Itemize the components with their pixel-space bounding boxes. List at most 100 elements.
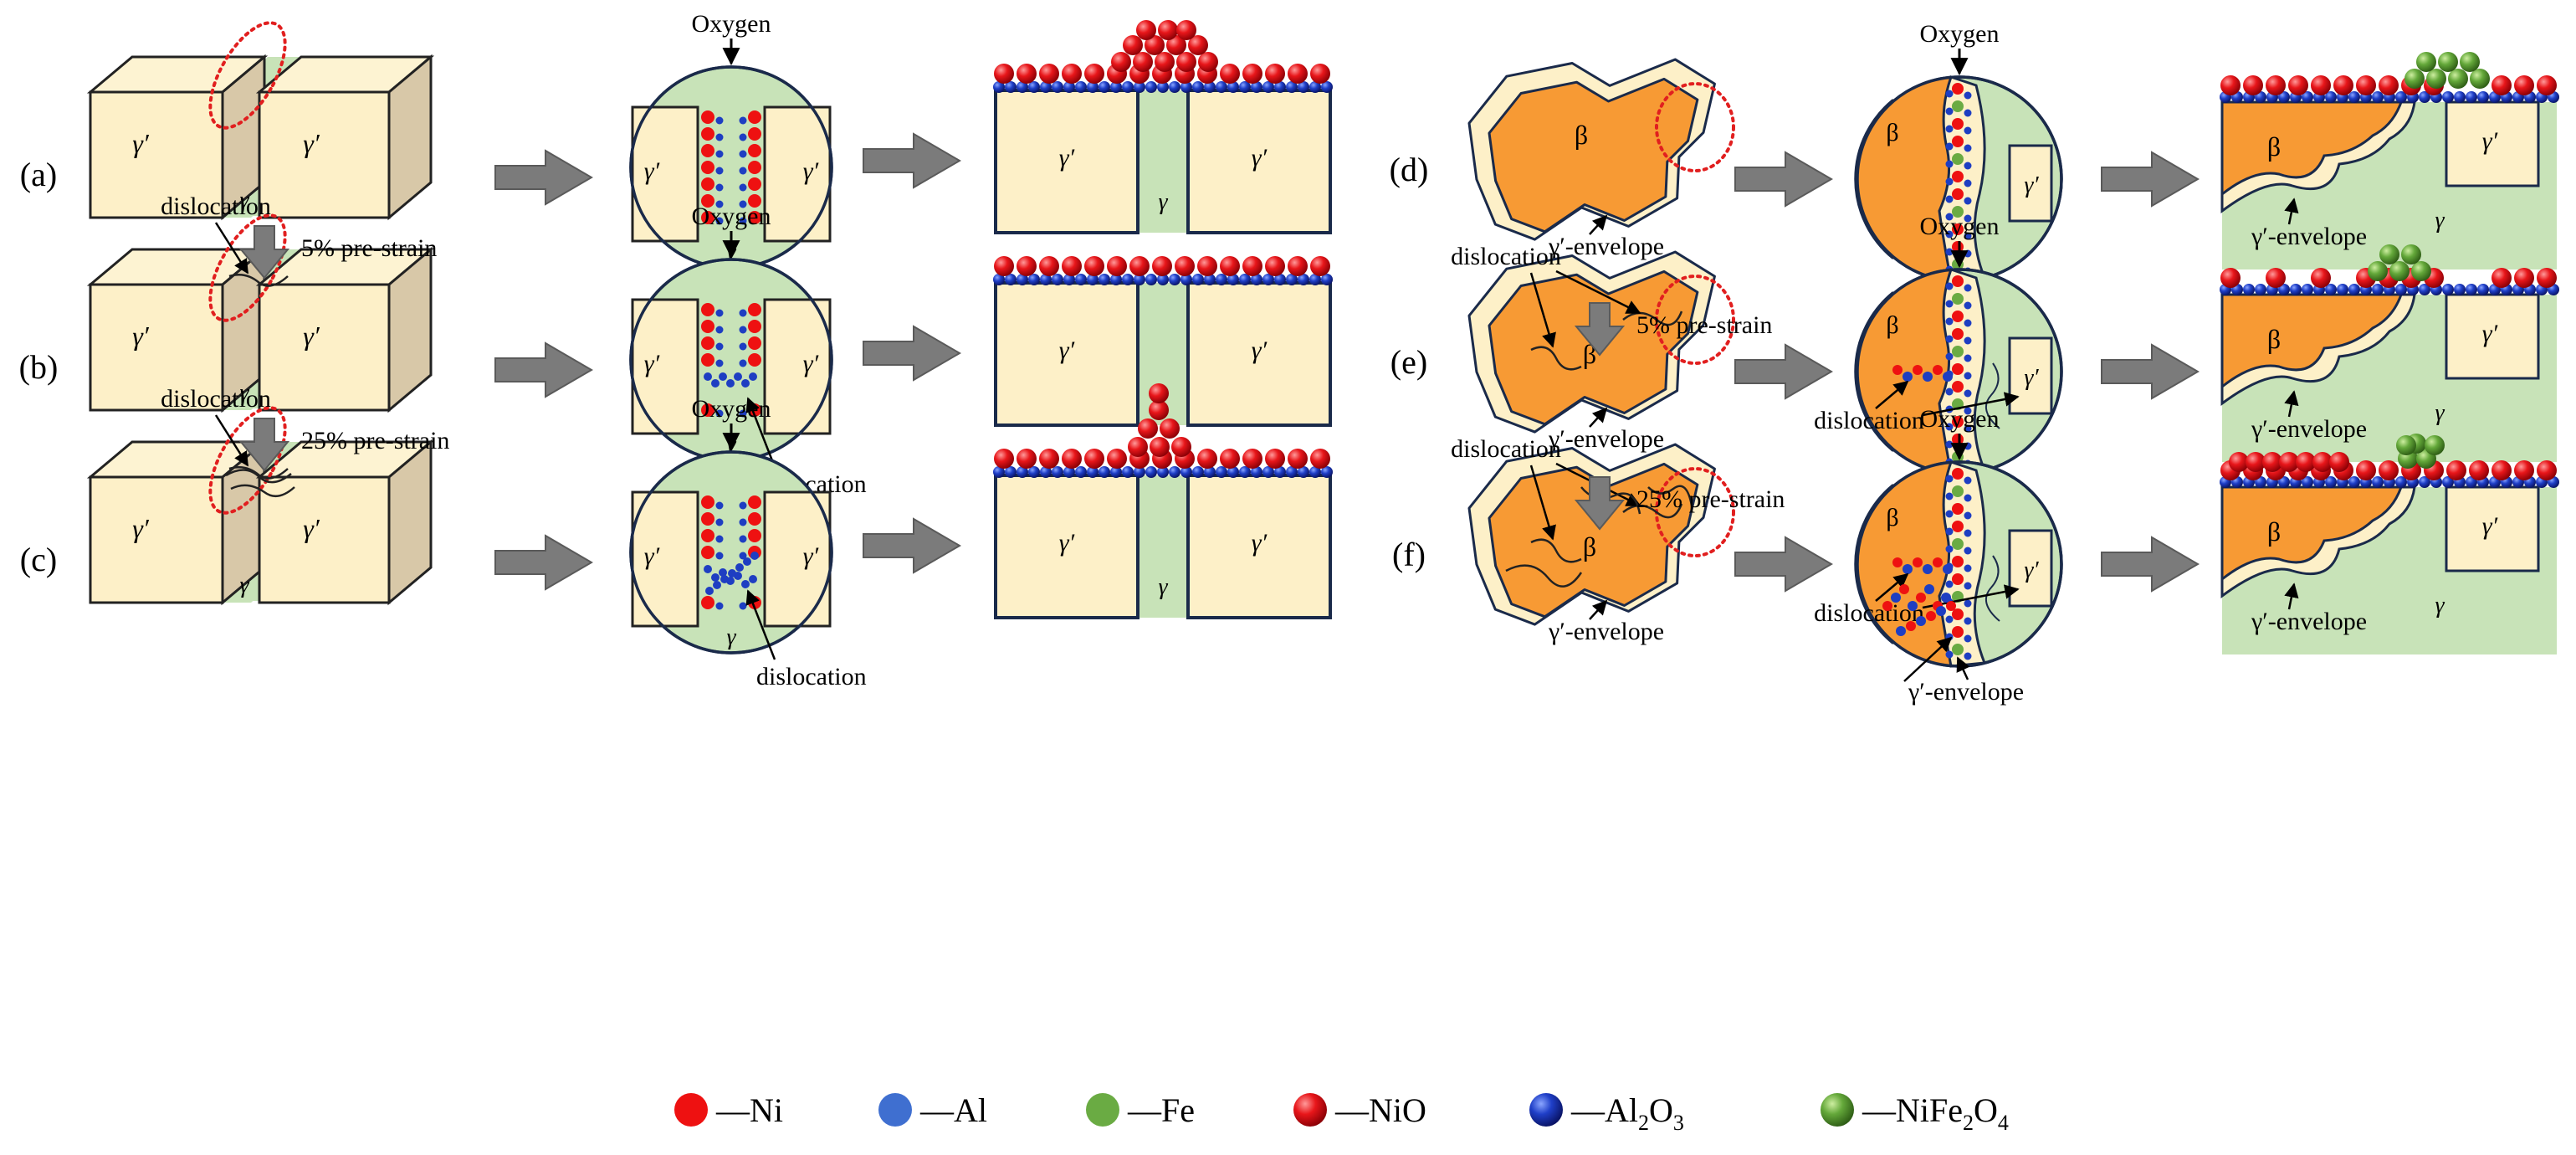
al-atom xyxy=(739,167,747,175)
al2o3-sphere xyxy=(1110,81,1122,93)
gamma-label: γ xyxy=(239,572,249,598)
nio-sphere xyxy=(2491,268,2512,288)
nio-sphere xyxy=(1084,449,1104,469)
pointer-arrow xyxy=(1529,272,1556,348)
dislocation-line xyxy=(1647,485,1693,506)
al2o3-sphere xyxy=(1017,274,1028,285)
al-atom xyxy=(1945,248,1954,256)
al-atom xyxy=(739,552,747,560)
al-atom xyxy=(1964,389,1972,398)
nio-sphere xyxy=(2446,460,2466,480)
al2o3-sphere xyxy=(1005,81,1017,93)
al2o3-sphere xyxy=(1040,81,1052,93)
nio-sphere xyxy=(1084,64,1104,84)
pre-strain-label: 25% pre-strain xyxy=(301,427,449,454)
al-atom xyxy=(726,379,735,388)
ni-atom xyxy=(1952,363,1964,375)
al-atom xyxy=(1964,284,1972,292)
nife2o4-sphere xyxy=(2411,261,2431,281)
legend-label-main: —NiFe xyxy=(1862,1091,1963,1129)
al-atom xyxy=(719,372,727,381)
ni-atom xyxy=(748,127,761,141)
nio-sphere xyxy=(1149,400,1169,420)
legend-swatch xyxy=(878,1093,912,1127)
al2o3-sphere xyxy=(1052,274,1063,285)
nio-sphere xyxy=(994,449,1014,469)
dislocation-line xyxy=(228,466,289,480)
cube-front-face xyxy=(89,475,224,604)
al2o3-sphere xyxy=(1262,81,1274,93)
nio-sphere xyxy=(1150,437,1170,457)
nio-sphere xyxy=(1288,449,1308,469)
al-atom xyxy=(1964,617,1972,625)
nio-sphere xyxy=(2311,268,2331,288)
dislocation-atom xyxy=(1903,564,1913,574)
gamma-prime-label: γ′ xyxy=(132,321,150,351)
al2o3-sphere xyxy=(1040,274,1052,285)
gamma-prime-label: γ′ xyxy=(644,542,660,570)
gamma-prime-label: γ′ xyxy=(1252,336,1268,364)
nio-sphere xyxy=(1242,449,1262,469)
cube-front-face xyxy=(258,90,391,219)
al-atom xyxy=(715,518,724,526)
ni-atom xyxy=(1952,626,1964,638)
dislocation-label: dislocation xyxy=(756,663,867,690)
al-atom xyxy=(1964,424,1972,433)
beta-region xyxy=(2220,293,2404,390)
al-atom xyxy=(715,552,724,560)
nio-sphere xyxy=(1176,20,1196,40)
strain-arrow xyxy=(1574,302,1626,357)
al-atom xyxy=(1964,319,1972,327)
al2o3-sphere xyxy=(1216,466,1227,478)
al-atom xyxy=(1945,90,1954,98)
nio-sphere xyxy=(1017,64,1037,84)
pointer-arrow xyxy=(1555,270,1641,315)
gamma-prime-label: γ′ xyxy=(2024,172,2039,198)
dislocation-line xyxy=(1622,311,1683,326)
gamma-prime-block xyxy=(1186,89,1332,234)
al-atom xyxy=(720,575,729,583)
al-atom xyxy=(715,326,724,334)
al2o3-sphere xyxy=(1028,274,1040,285)
nio-sphere xyxy=(2296,452,2316,472)
pointer-arrow xyxy=(1589,407,1608,428)
gamma-prime-label: γ′ xyxy=(803,157,819,185)
beta-label: β xyxy=(2267,131,2281,162)
nio-sphere xyxy=(1310,449,1330,469)
al2o3-sphere xyxy=(1298,274,1309,285)
nio-sphere xyxy=(1265,449,1285,469)
al-atom xyxy=(1964,301,1972,310)
al2o3-sphere xyxy=(2466,284,2477,295)
nio-sphere xyxy=(1220,256,1240,276)
process-arrow xyxy=(863,325,961,382)
al2o3-sphere xyxy=(1005,274,1017,285)
row-a: (a)γ′γ′γγ′γ′γOxygenγ′γ′γ xyxy=(20,10,1333,270)
ni-atom xyxy=(748,177,761,191)
dislocation-line xyxy=(1530,346,1582,371)
al2o3-sphere xyxy=(2454,91,2466,103)
al-atom xyxy=(739,183,747,192)
al-atom xyxy=(1945,440,1954,449)
nio-sphere xyxy=(1310,256,1330,276)
nio-sphere xyxy=(2288,75,2308,95)
al2o3-sphere xyxy=(1145,274,1157,285)
dislocation-line xyxy=(1984,362,2000,429)
nio-sphere xyxy=(2243,75,2263,95)
al2o3-sphere xyxy=(1274,466,1286,478)
nife2o4-sphere xyxy=(2426,69,2446,89)
al-atom xyxy=(1945,213,1954,221)
nio-sphere xyxy=(2537,75,2557,95)
al-atom xyxy=(1964,126,1972,135)
al-atom xyxy=(750,552,759,560)
al2o3-sphere xyxy=(993,274,1005,285)
legend-label-main: O xyxy=(1649,1091,1673,1129)
al2o3-sphere xyxy=(2290,284,2302,295)
al-atom xyxy=(735,563,744,572)
al2o3-sphere xyxy=(2337,284,2348,295)
al-atom xyxy=(749,372,757,381)
al-atom xyxy=(1964,372,1972,380)
dislocation-atom xyxy=(1943,372,1953,382)
legend-swatch xyxy=(1529,1093,1563,1127)
nio-sphere xyxy=(1158,20,1178,40)
al-atom xyxy=(1945,545,1954,553)
